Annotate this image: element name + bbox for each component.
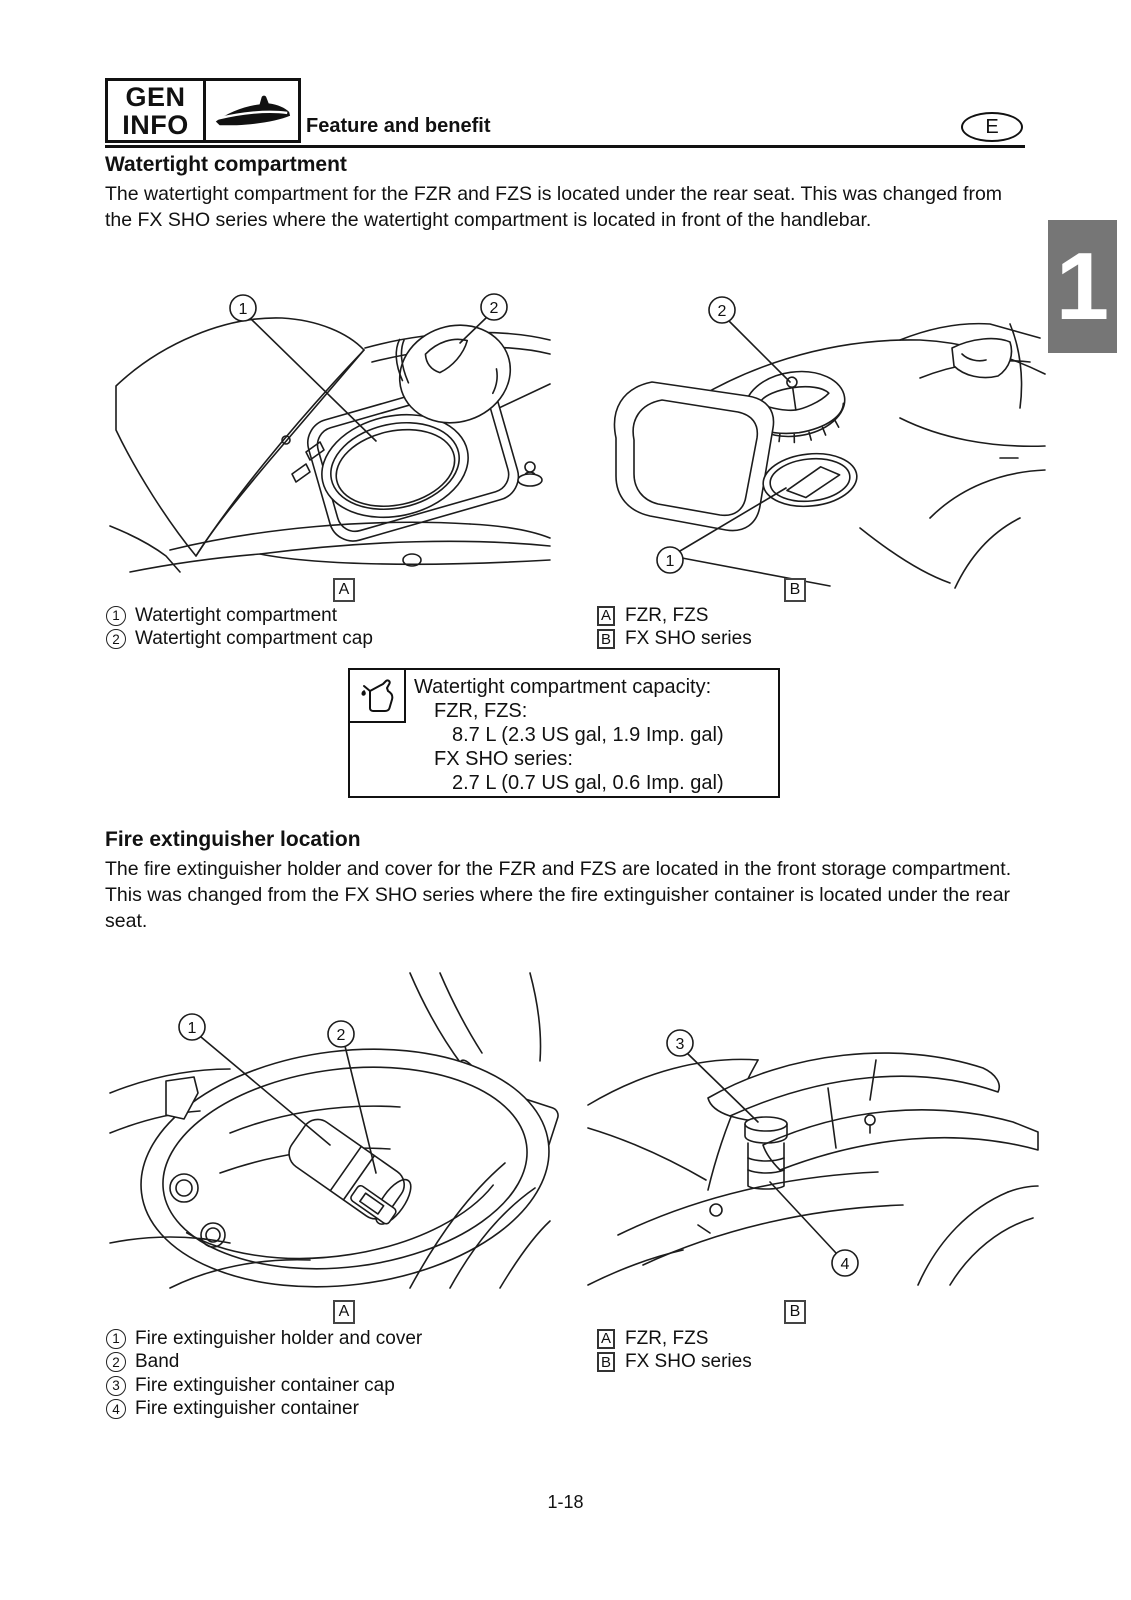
- legend-marker-box: A: [597, 605, 615, 626]
- chapter-tab-number: 1: [1055, 232, 1110, 340]
- chapter-code: GEN INFO: [108, 81, 206, 140]
- legend-item: A FZR, FZS: [597, 1327, 752, 1351]
- capacity-spec-text: Watertight compartment capacity: FZR, FZ…: [414, 675, 724, 795]
- legend-item: 2 Band: [106, 1351, 422, 1375]
- callout-4-container: 4: [769, 1181, 859, 1277]
- figure-label-b-text: B: [789, 581, 801, 598]
- legend-text: Fire extinguisher container cap: [135, 1374, 395, 1396]
- legend-item: 4 Fire extinguisher container: [106, 1398, 422, 1422]
- callout-1-fire-ext-holder: 1: [178, 1013, 331, 1146]
- chapter-code-line1: GEN: [125, 81, 186, 112]
- figure-label-b: B: [784, 578, 806, 602]
- spec-model: FX SHO series:: [434, 748, 573, 770]
- legend-text: FZR, FZS: [625, 1327, 709, 1349]
- figure-watertight-fzr-art: [109, 317, 551, 573]
- capacity-spec-box: Watertight compartment capacity: FZR, FZ…: [348, 668, 780, 798]
- callout-2-number: 2: [490, 300, 499, 317]
- legend-marker-box: B: [597, 629, 615, 650]
- language-badge-letter: E: [985, 115, 999, 138]
- callout-2-number: 2: [337, 1027, 346, 1044]
- jetski-icon-svg: [215, 95, 291, 125]
- section-body-watertight: The watertight compartment for the FZR a…: [105, 183, 1003, 231]
- chapter-code-box: GEN INFO: [105, 78, 301, 143]
- legend-text: FX SHO series: [625, 628, 752, 650]
- figure-fire-ext-fzr: 1 2: [109, 972, 559, 1289]
- legend-marker-circle: 1: [106, 605, 126, 626]
- figure-label-a: A: [333, 578, 355, 602]
- page-title: Feature and benefit: [306, 115, 491, 137]
- figure-fire-ext-fzr-art: [109, 972, 559, 1289]
- legend-text: Watertight compartment: [135, 604, 338, 626]
- figure-watertight-fxsho: 2 1: [613, 296, 1046, 589]
- legend-item: 3 Fire extinguisher container cap: [106, 1374, 422, 1398]
- callout-1-number: 1: [239, 301, 248, 318]
- legend-text: Fire extinguisher container: [135, 1398, 359, 1420]
- spec-value: 2.7 L (0.7 US gal, 0.6 Imp. gal): [452, 772, 724, 794]
- section-heading-fire-extinguisher: Fire extinguisher location: [105, 828, 361, 851]
- callout-1-number: 1: [188, 1020, 197, 1037]
- callout-2-watertight-cap: 2: [459, 293, 508, 344]
- legend-item: A FZR, FZS: [597, 604, 752, 628]
- jetski-icon: [206, 81, 298, 140]
- model-legend-fire-extinguisher: A FZR, FZS B FX SHO series: [597, 1327, 752, 1374]
- page-number: 1-18: [547, 1492, 584, 1512]
- section-heading-watertight: Watertight compartment: [105, 153, 347, 176]
- figure-label-a-text: A: [338, 581, 350, 598]
- legend-item: 1 Watertight compartment: [106, 604, 373, 628]
- language-badge: E: [961, 112, 1023, 142]
- callout-2-watertight-cap-fxsho: 2: [708, 296, 791, 383]
- figure-fire-ext-fxsho-art: [587, 1052, 1039, 1286]
- figure-label-b2: B: [784, 1300, 806, 1324]
- spec-value: 8.7 L (2.3 US gal, 1.9 Imp. gal): [452, 724, 724, 746]
- spec-model: FZR, FZS:: [434, 700, 528, 722]
- capacity-icon: [350, 670, 406, 723]
- legend-watertight: 1 Watertight compartment 2 Watertight co…: [106, 604, 373, 651]
- legend-text: FX SHO series: [625, 1351, 752, 1373]
- legend-marker-circle: 2: [106, 1352, 126, 1373]
- spec-title: Watertight compartment capacity:: [414, 676, 712, 698]
- figure-label-a2: A: [333, 1300, 355, 1324]
- legend-text: Fire extinguisher holder and cover: [135, 1327, 423, 1349]
- legend-marker-circle: 1: [106, 1328, 126, 1349]
- legend-text: Watertight compartment cap: [135, 628, 373, 650]
- legend-marker-box: A: [597, 1328, 615, 1349]
- legend-marker-circle: 4: [106, 1399, 126, 1420]
- callout-1-watertight-compartment: 1: [229, 294, 377, 442]
- legend-text: FZR, FZS: [625, 604, 709, 626]
- legend-marker-box: B: [597, 1352, 615, 1373]
- capacity-icon-svg: [361, 678, 394, 712]
- callout-4-number: 4: [841, 1256, 850, 1273]
- legend-fire-extinguisher: 1 Fire extinguisher holder and cover 2 B…: [106, 1327, 422, 1421]
- legend-item: B FX SHO series: [597, 1351, 752, 1375]
- model-legend-watertight: A FZR, FZS B FX SHO series: [597, 604, 752, 651]
- figure-watertight-fxsho-art: [613, 322, 1046, 589]
- callout-2-band: 2: [327, 1020, 377, 1174]
- callout-3-container-cap: 3: [666, 1029, 759, 1123]
- legend-item: 1 Fire extinguisher holder and cover: [106, 1327, 422, 1351]
- figure-fire-ext-fxsho: 3 4: [587, 1029, 1039, 1286]
- legend-item: 2 Watertight compartment cap: [106, 628, 373, 652]
- chapter-code-line2: INFO: [122, 109, 189, 140]
- legend-marker-circle: 3: [106, 1375, 126, 1396]
- header-divider: [105, 145, 1025, 148]
- figure-watertight-fzr: 1 2: [109, 293, 551, 573]
- figure-label-a2-text: A: [338, 1303, 350, 1320]
- callout-1-number: 1: [666, 553, 675, 570]
- callout-3-number: 3: [676, 1036, 685, 1053]
- legend-text: Band: [135, 1351, 180, 1373]
- callout-2-number: 2: [718, 303, 727, 320]
- legend-item: B FX SHO series: [597, 628, 752, 652]
- legend-marker-circle: 2: [106, 629, 126, 650]
- section-body-fire-extinguisher: The fire extinguisher holder and cover f…: [105, 858, 1012, 932]
- chapter-tab: 1: [1048, 220, 1117, 353]
- figure-label-b2-text: B: [789, 1303, 801, 1320]
